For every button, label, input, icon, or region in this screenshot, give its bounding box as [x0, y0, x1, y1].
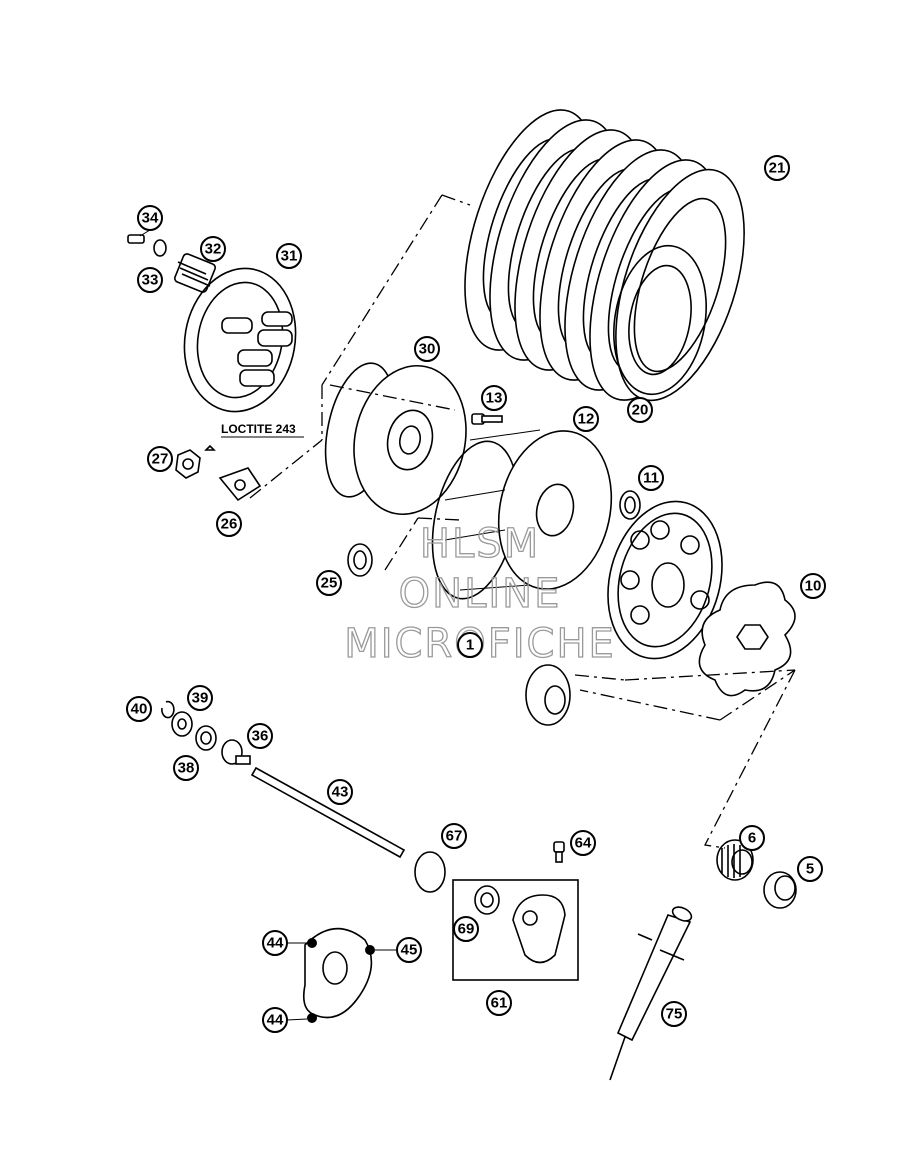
callout-6: 6 — [739, 825, 765, 851]
callout-64: 64 — [570, 830, 596, 856]
callout-34: 34 — [137, 205, 163, 237]
callout-36: 36 — [247, 723, 273, 749]
svg-text:69: 69 — [458, 921, 475, 938]
svg-text:34: 34 — [142, 210, 159, 227]
pressure-plate — [183, 267, 297, 413]
svg-text:13: 13 — [486, 390, 503, 407]
svg-text:45: 45 — [401, 942, 418, 959]
bolt — [471, 413, 503, 425]
callout-39: 39 — [187, 685, 213, 711]
callout-44-top: 44 — [262, 930, 307, 956]
callout-67: 67 — [441, 823, 467, 849]
svg-text:30: 30 — [419, 341, 436, 358]
svg-text:61: 61 — [491, 995, 508, 1012]
o-ring — [414, 851, 446, 893]
assembly-line-basket — [384, 517, 461, 571]
loctite-note: LOCTITE 243 — [221, 422, 296, 436]
callout-26: 26 — [216, 511, 242, 537]
callout-45: 45 — [375, 937, 422, 963]
svg-text:21: 21 — [769, 160, 786, 177]
callout-27: 27 — [147, 446, 173, 472]
primary-drive-gear — [525, 500, 723, 726]
watermark-line-2: ONLINE — [399, 571, 562, 617]
svg-text:33: 33 — [142, 272, 159, 289]
callout-61: 61 — [486, 990, 512, 1016]
clutch-cover — [302, 927, 375, 1023]
svg-text:32: 32 — [205, 241, 222, 258]
svg-text:43: 43 — [332, 784, 349, 801]
screw-and-spring — [127, 234, 216, 293]
svg-text:26: 26 — [221, 516, 238, 533]
clutch-disc-stack — [464, 109, 745, 402]
svg-text:20: 20 — [632, 402, 649, 419]
svg-text:38: 38 — [178, 760, 195, 777]
damper-plate — [698, 581, 796, 697]
svg-text:75: 75 — [666, 1006, 683, 1023]
assembly-line-bearing — [704, 669, 796, 849]
callout-11: 11 — [638, 465, 664, 491]
assembly-line-gear — [574, 669, 796, 721]
assembly-line-hub — [329, 384, 456, 411]
svg-text:31: 31 — [281, 248, 298, 265]
watermark-line-1: HLSM — [420, 521, 540, 567]
callout-20: 20 — [627, 397, 653, 423]
callout-31: 31 — [276, 243, 302, 269]
callout-43: 43 — [327, 779, 353, 805]
callout-38: 38 — [173, 755, 199, 781]
slave-cylinder-kit — [452, 879, 579, 981]
svg-text:64: 64 — [575, 835, 592, 852]
small-screw — [553, 841, 565, 863]
svg-text:12: 12 — [578, 411, 595, 428]
svg-text:39: 39 — [192, 690, 209, 707]
thrust-washer — [347, 543, 373, 577]
svg-text:44: 44 — [267, 935, 284, 952]
callout-10: 10 — [800, 573, 826, 599]
callout-32: 32 — [200, 236, 226, 262]
svg-text:36: 36 — [252, 728, 269, 745]
nut-and-washer — [175, 444, 262, 502]
release-small-parts — [161, 700, 251, 765]
callout-75: 75 — [661, 1001, 687, 1027]
svg-text:6: 6 — [748, 830, 756, 847]
callout-33: 33 — [137, 267, 163, 293]
inner-clutch-hub — [324, 362, 467, 516]
needle-bearing — [716, 839, 754, 881]
bushing-sleeve — [763, 871, 797, 909]
callout-69: 69 — [453, 916, 479, 942]
assembly-line-upper — [249, 194, 471, 499]
svg-text:1: 1 — [466, 637, 474, 654]
callout-13: 13 — [481, 385, 507, 411]
callout-40: 40 — [126, 696, 152, 722]
callout-21: 21 — [764, 155, 790, 181]
clutch-basket — [431, 429, 613, 600]
svg-text:27: 27 — [152, 451, 169, 468]
callout-30: 30 — [414, 336, 440, 362]
callout-5: 5 — [797, 856, 823, 882]
svg-text:44: 44 — [267, 1012, 284, 1029]
svg-text:10: 10 — [805, 578, 822, 595]
push-rod — [250, 766, 406, 859]
callout-1: 1 — [457, 632, 483, 658]
svg-text:25: 25 — [321, 575, 338, 592]
svg-text:67: 67 — [446, 828, 463, 845]
svg-text:40: 40 — [131, 701, 148, 718]
callout-12: 12 — [573, 406, 599, 432]
callout-44-bottom: 44 — [262, 1007, 308, 1033]
svg-text:11: 11 — [643, 470, 659, 487]
bushing — [619, 490, 641, 520]
svg-text:5: 5 — [806, 861, 814, 878]
grease-syringe — [609, 906, 693, 1081]
callout-25: 25 — [316, 570, 342, 596]
